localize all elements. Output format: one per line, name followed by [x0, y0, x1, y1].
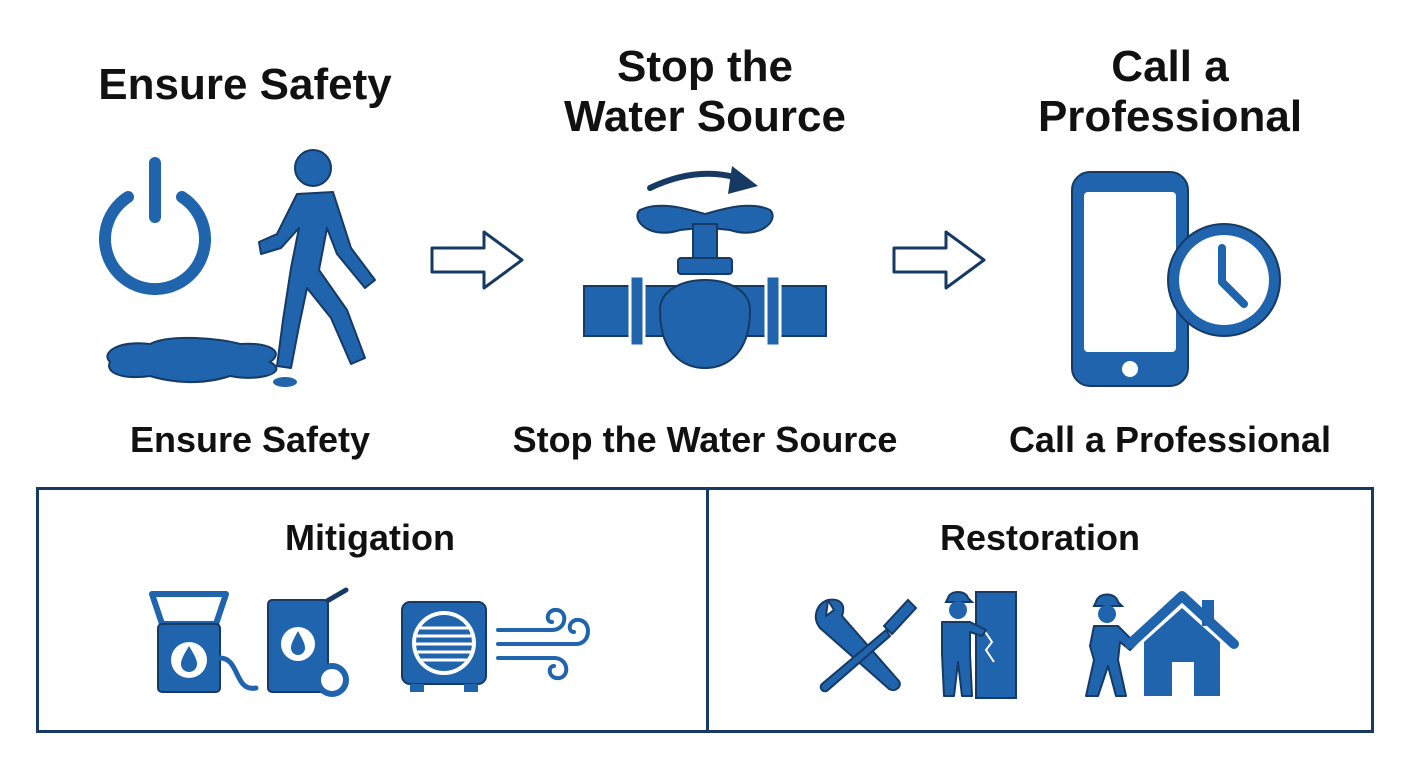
- turn-arrow-icon: [647, 166, 758, 194]
- step-title-line-2: Water Source: [563, 92, 846, 141]
- panel-divider: [706, 490, 709, 730]
- step-label-stop-water-source: Stop the Water Source: [512, 419, 898, 460]
- dehumidifier-icon: [267, 587, 349, 697]
- clock-icon: [1167, 223, 1281, 337]
- shutoff-valve-icon: [583, 204, 827, 370]
- water-extractor-icon: [149, 591, 259, 693]
- phases-panel: [36, 487, 1374, 733]
- step-title-call-professional: Call a Professional: [990, 42, 1350, 142]
- wrench-screwdriver-icon: [814, 598, 918, 693]
- restoration-title: Restoration: [939, 517, 1141, 558]
- mitigation-title: Mitigation: [285, 517, 455, 558]
- worker-house-icon: [1085, 591, 1239, 697]
- step-title-ensure-safety: Ensure Safety: [98, 60, 392, 109]
- walking-person-icon: [258, 149, 376, 369]
- step-title-stop-water-source: Stop the Water Source: [505, 42, 905, 142]
- worker-repairing-wall-icon: [941, 591, 1017, 699]
- step-label-call-professional: Call a Professional: [1008, 419, 1332, 460]
- step-label-ensure-safety: Ensure Safety: [129, 419, 371, 460]
- step-title-line-2: Professional: [1037, 92, 1303, 141]
- flow-arrow-icon: [892, 230, 986, 290]
- airflow-icon: [496, 607, 590, 681]
- step-title-line-1: Call a: [1111, 42, 1229, 91]
- air-mover-icon: [401, 601, 487, 692]
- power-icon: [99, 157, 211, 296]
- step-title-line-1: Stop the: [617, 42, 793, 91]
- water-puddle-icon: [106, 336, 297, 387]
- flow-arrow-icon: [430, 230, 524, 290]
